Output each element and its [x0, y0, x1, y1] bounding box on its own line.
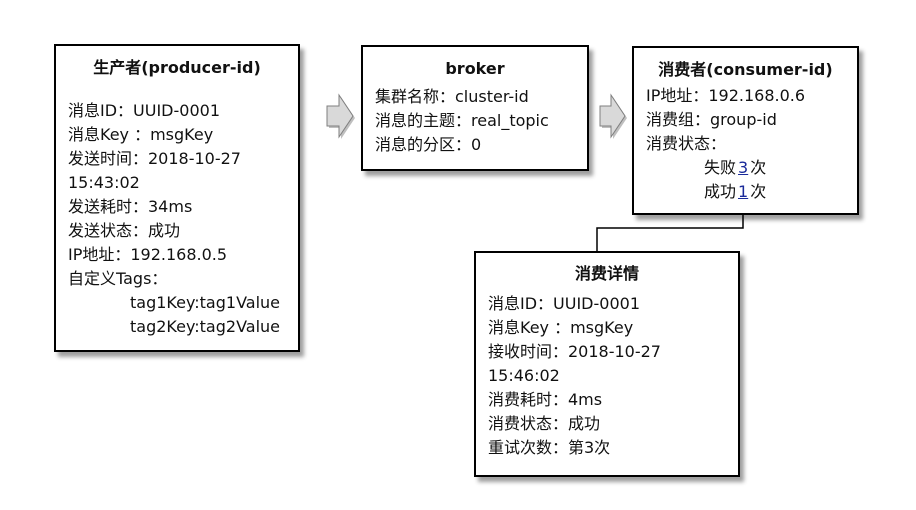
producer-tag-2: tag2Key:tag2Value: [130, 317, 280, 336]
producer-to-broker-arrow: [326, 93, 355, 139]
broker-cluster-name: 集群名称：cluster-id: [375, 87, 529, 106]
producer-send-time: 发送时间：2018-10-27: [68, 149, 241, 168]
consumer-fail-unit: 次: [750, 158, 767, 177]
details-receive-time: 接收时间：2018-10-27: [488, 342, 661, 361]
details-title: 消费详情: [574, 264, 639, 283]
consumer-success-count-link[interactable]: 1: [738, 182, 749, 201]
producer-box: 生产者(producer-id) 消息ID：UUID-0001 消息Key ：m…: [54, 44, 300, 352]
consumer-success-label: 成功: [704, 182, 737, 201]
consumer-group: 消费组：group-id: [646, 110, 777, 129]
broker-topic: 消息的主题：real_topic: [375, 111, 549, 130]
producer-ip: IP地址：192.168.0.5: [68, 245, 228, 264]
consumer-to-details-connector: [596, 206, 744, 252]
details-message-key: 消息Key ：msgKey: [488, 318, 634, 337]
producer-custom-tags-label: 自定义Tags：: [68, 269, 168, 288]
details-consume-duration: 消费耗时：4ms: [488, 390, 603, 409]
consumer-ip: IP地址：192.168.0.6: [646, 86, 806, 105]
consumer-status-label: 消费状态：: [646, 134, 727, 153]
producer-send-time-clock: 15:43:02: [68, 173, 140, 192]
broker-partition: 消息的分区：0: [375, 135, 482, 154]
producer-send-duration: 发送耗时：34ms: [68, 197, 193, 216]
consumer-fail-count-link[interactable]: 3: [738, 158, 749, 177]
consumer-box: 消费者(consumer-id) IP地址：192.168.0.6 消费组：gr…: [632, 46, 859, 215]
details-consume-status: 消费状态：成功: [488, 414, 601, 433]
consume-details-box: 消费详情 消息ID：UUID-0001 消息Key ：msgKey 接收时间：2…: [474, 251, 740, 477]
producer-message-key: 消息Key ：msgKey: [68, 125, 214, 144]
broker-box: broker 集群名称：cluster-id 消息的主题：real_topic …: [361, 45, 589, 171]
consumer-success-unit: 次: [750, 182, 767, 201]
details-receive-time-clock: 15:46:02: [488, 366, 560, 385]
broker-to-consumer-arrow: [599, 93, 627, 139]
producer-message-id: 消息ID：UUID-0001: [68, 101, 220, 120]
producer-tag-1: tag1Key:tag1Value: [130, 293, 280, 312]
producer-title: 生产者(producer-id): [93, 58, 261, 77]
consumer-title: 消费者(consumer-id): [658, 60, 833, 79]
producer-send-status: 发送状态：成功: [68, 221, 181, 240]
broker-title: broker: [445, 59, 505, 78]
consumer-fail-label: 失败: [704, 158, 737, 177]
details-retry-count: 重试次数：第3次: [488, 438, 611, 457]
details-message-id: 消息ID：UUID-0001: [488, 294, 640, 313]
